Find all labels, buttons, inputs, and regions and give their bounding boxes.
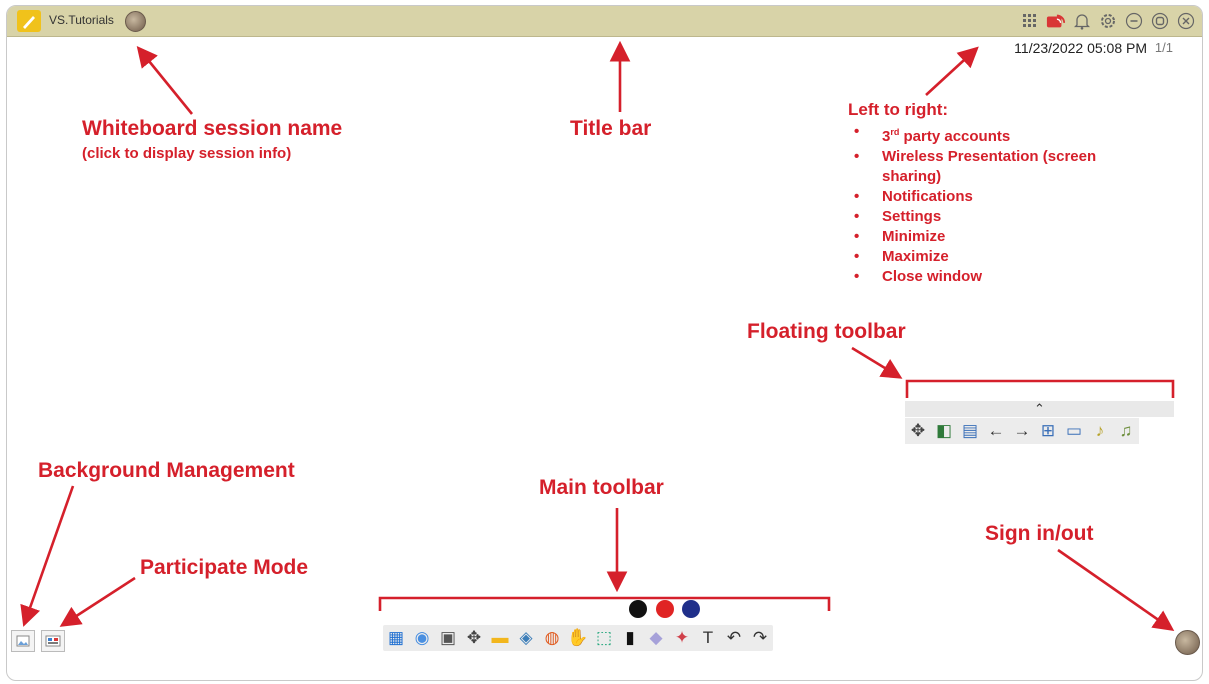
select-icon[interactable]: ⬚ bbox=[595, 628, 613, 647]
move-icon[interactable]: ✥ bbox=[910, 421, 926, 440]
legend-item: Close window bbox=[848, 267, 1142, 287]
voice-command-icon[interactable]: ♫ bbox=[1119, 421, 1133, 440]
annotation-sign-in-out: Sign in/out bbox=[985, 522, 1094, 545]
background-icon bbox=[16, 635, 30, 647]
whiteboard-window: VS.Tutorials bbox=[6, 5, 1203, 681]
legend-item: Minimize bbox=[848, 227, 1142, 247]
move-icon[interactable]: ✥ bbox=[466, 628, 482, 647]
next-page-icon[interactable]: → bbox=[1013, 421, 1031, 440]
title-bar: VS.Tutorials bbox=[7, 6, 1202, 37]
collaboration-icon[interactable]: ◉ bbox=[414, 628, 430, 647]
maximize-icon[interactable] bbox=[1150, 11, 1170, 31]
annotation-session-name: Whiteboard session name bbox=[82, 117, 343, 140]
participate-mode-button[interactable] bbox=[41, 630, 65, 652]
text-icon[interactable]: T bbox=[702, 628, 714, 647]
pen-color-red[interactable] bbox=[656, 600, 674, 618]
session-name[interactable]: VS.Tutorials bbox=[49, 13, 114, 27]
session-avatar[interactable] bbox=[125, 11, 146, 32]
windows-start-icon[interactable]: ▦ bbox=[387, 628, 405, 647]
annotation-session-name-hint: (click to display session info) bbox=[82, 145, 292, 162]
minimize-icon[interactable] bbox=[1124, 11, 1144, 31]
pen-color-black[interactable] bbox=[629, 600, 647, 618]
legend-item: Settings bbox=[848, 207, 1142, 227]
redo-icon[interactable]: ↷ bbox=[752, 628, 768, 647]
background-management-button[interactable] bbox=[11, 630, 35, 652]
third-party-accounts-icon[interactable] bbox=[1020, 11, 1040, 31]
previous-page-icon[interactable]: ← bbox=[987, 421, 1005, 440]
screen-capture-icon[interactable]: ▣ bbox=[439, 628, 457, 647]
undo-icon[interactable]: ↶ bbox=[726, 628, 742, 647]
floating-toolbar-collapse[interactable]: ⌃ bbox=[905, 401, 1174, 417]
add-page-icon[interactable]: ⊞ bbox=[1040, 421, 1056, 440]
settings-icon[interactable] bbox=[1098, 11, 1118, 31]
folder-icon[interactable]: ▬ bbox=[491, 628, 509, 647]
page-icon[interactable]: ▤ bbox=[961, 421, 979, 440]
title-bar-icon-legend: 3rd party accounts Wireless Presentation… bbox=[848, 122, 1142, 287]
microphone-icon[interactable]: ♪ bbox=[1095, 421, 1105, 440]
main-toolbar: ▦ ◉ ▣ ✥ ▬ ◈ ◍ ✋ ⬚ ▮ ◆ ✦ T ↶ ↷ bbox=[383, 625, 773, 651]
legend-item: 3rd party accounts bbox=[848, 122, 1142, 147]
legend-item: Wireless Presentation (screen sharing) bbox=[848, 147, 1142, 187]
legend-item: Notifications bbox=[848, 187, 1142, 207]
eraser-icon[interactable]: ◆ bbox=[649, 628, 663, 647]
close-window-icon[interactable] bbox=[1176, 11, 1196, 31]
pen-color-blue[interactable] bbox=[682, 600, 700, 618]
annotation-background-management: Background Management bbox=[38, 459, 295, 482]
annotation-floating-toolbar: Floating toolbar bbox=[747, 320, 906, 343]
date-time: 11/23/2022 05:08 PM bbox=[1014, 40, 1147, 56]
page-number-icon[interactable]: ▭ bbox=[1065, 421, 1083, 440]
annotation-title-bar: Title bar bbox=[570, 117, 652, 140]
board-icon[interactable]: ◧ bbox=[935, 421, 953, 440]
marker-pen-icon[interactable]: ▮ bbox=[625, 628, 635, 647]
participate-icon bbox=[45, 635, 61, 647]
annotation-main-toolbar: Main toolbar bbox=[539, 476, 664, 499]
shapes-icon[interactable]: ✦ bbox=[674, 628, 690, 647]
legend-item: Maximize bbox=[848, 247, 1142, 267]
title-bar-controls bbox=[1020, 11, 1196, 31]
annotation-left-to-right: Left to right: bbox=[848, 100, 949, 119]
wireless-presentation-icon[interactable] bbox=[1046, 11, 1066, 31]
page-count: 1/1 bbox=[1154, 40, 1173, 55]
hand-pan-icon[interactable]: ✋ bbox=[567, 628, 589, 647]
sign-in-out-avatar[interactable] bbox=[1175, 630, 1200, 655]
annotation-participate-mode: Participate Mode bbox=[140, 556, 309, 579]
browser-icon[interactable]: ◍ bbox=[544, 628, 560, 647]
pen-app-icon[interactable] bbox=[17, 10, 41, 32]
notifications-icon[interactable] bbox=[1072, 11, 1092, 31]
floating-toolbar: ✥ ◧ ▤ ← → ⊞ ▭ ♪ ♫ bbox=[905, 418, 1139, 444]
layers-icon[interactable]: ◈ bbox=[519, 628, 533, 647]
